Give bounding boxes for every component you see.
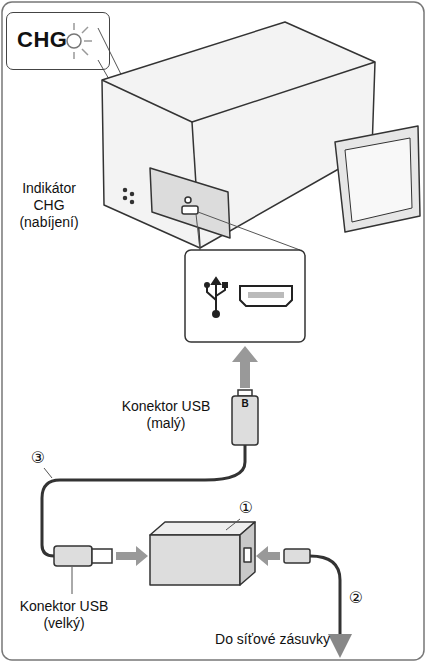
power-cord	[310, 556, 340, 642]
power-plug	[284, 549, 310, 563]
camcorder	[102, 22, 420, 248]
chg-led	[67, 23, 92, 59]
micro-usb-plug	[232, 390, 258, 445]
connector-label: Konektor USB (malý)	[110, 398, 222, 432]
ac-adapter	[150, 522, 255, 585]
callout-number: ③	[28, 448, 48, 467]
outlet-label: Do síťové zásuvky	[130, 631, 330, 648]
leader-line	[44, 468, 52, 478]
usb-port-detail	[185, 250, 305, 342]
callout-ground	[6, 12, 98, 70]
callout-number: ②	[346, 588, 366, 607]
indicator-callout: CHG	[6, 12, 110, 70]
connector-label: Konektor USB (velký)	[8, 598, 120, 632]
down-arrow	[339, 636, 342, 646]
connector-letter: B	[238, 398, 252, 410]
insert-arrow	[116, 546, 148, 566]
magnify-line	[196, 214, 200, 250]
indicator-label: Indikátor CHG (nabíjení)	[6, 180, 92, 230]
insert-arrow	[232, 346, 258, 388]
callout-number: ①	[236, 498, 256, 517]
magnify-line	[198, 212, 300, 250]
usb-a-plug	[54, 546, 112, 566]
insert-arrow	[256, 546, 280, 566]
indicator-name: CHG	[17, 27, 67, 53]
leader-line	[72, 567, 73, 594]
leader-line	[226, 519, 240, 530]
